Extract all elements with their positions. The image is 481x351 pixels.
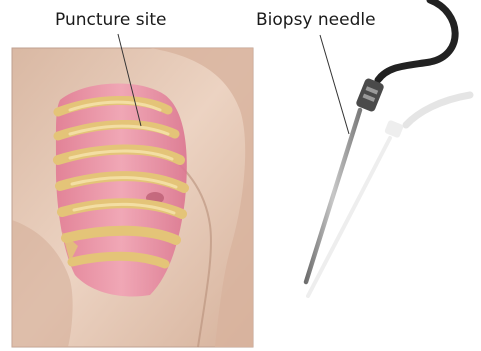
cable [378, 0, 455, 80]
needle-hub [355, 77, 385, 112]
puncture-site-label: Puncture site [55, 12, 166, 29]
needle-leader-line [320, 35, 349, 134]
biopsy-needle-label: Biopsy needle [256, 12, 376, 29]
needle-shaft [306, 110, 360, 282]
